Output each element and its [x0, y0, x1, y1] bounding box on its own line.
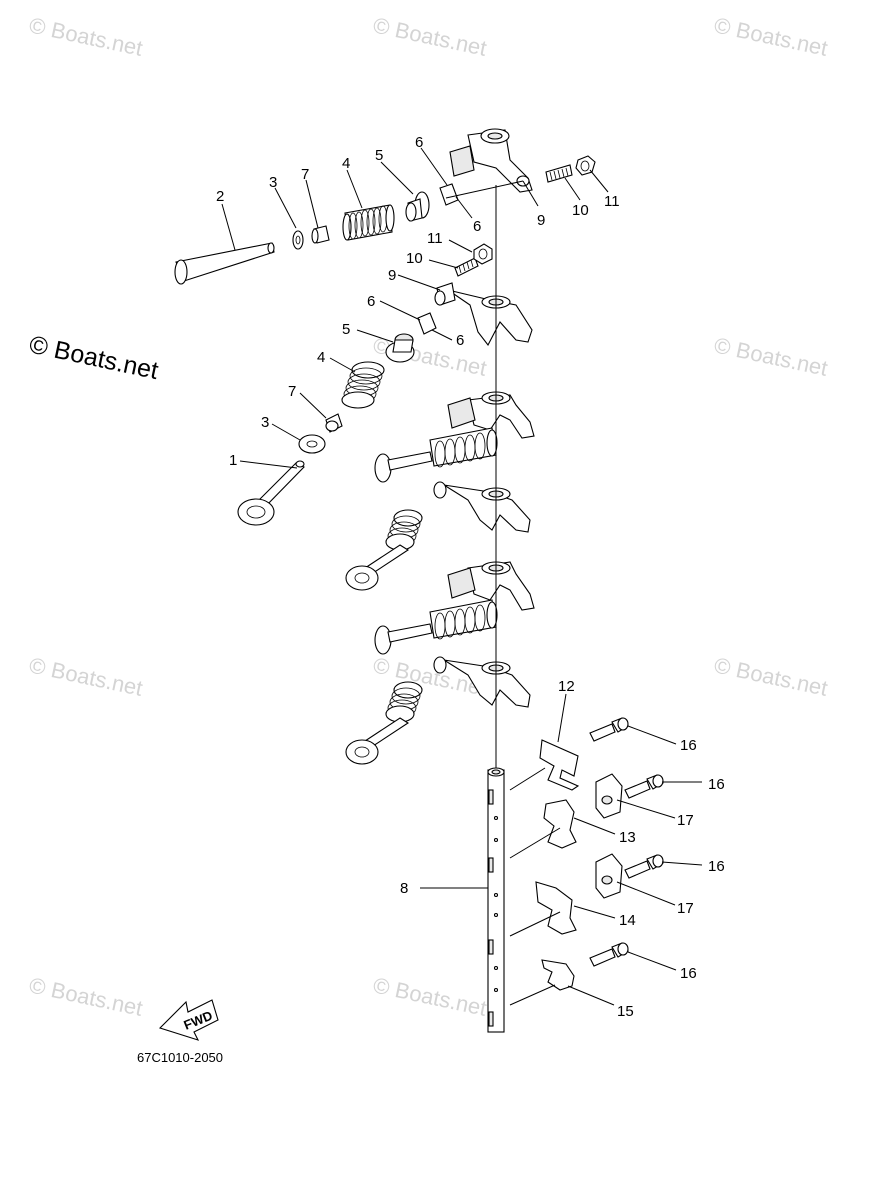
plate-17-icon — [595, 853, 623, 899]
bolt-icon — [589, 942, 629, 967]
callout-label: 3 — [269, 174, 277, 191]
valve-spring-icon — [385, 509, 423, 551]
callout-label: 8 — [400, 880, 408, 897]
callout-label: 17 — [677, 812, 694, 829]
bolt-icon — [624, 854, 664, 879]
watermark: © Boats.net — [371, 12, 489, 60]
bolt-icon — [624, 774, 664, 799]
callout-label: 7 — [301, 166, 309, 183]
fwd-arrow-icon: FWD — [158, 999, 219, 1041]
callout-label: 7 — [288, 383, 296, 400]
callout-label: 9 — [388, 267, 396, 284]
diagram-code: 67C1010-2050 — [137, 1050, 223, 1065]
valve-spring-icon — [385, 681, 423, 723]
watermark: © Boats.net — [712, 12, 830, 60]
watermark: © Boats.net — [712, 652, 830, 700]
top-rocker-arm-icon — [439, 128, 596, 206]
callout-label: 4 — [342, 155, 350, 172]
bracket-14-icon — [535, 881, 577, 935]
cotter-icon — [325, 413, 343, 433]
valve-spring-icon — [341, 361, 385, 409]
rocker-set-3 — [374, 391, 535, 483]
bracket-13-icon — [543, 799, 577, 849]
spring-seat-icon — [385, 333, 415, 363]
callout-label: 16 — [708, 858, 725, 875]
callout-label: 11 — [427, 230, 443, 247]
washer-icon — [298, 434, 326, 454]
callout-label: 6 — [456, 332, 464, 349]
plate-17-icon — [595, 773, 623, 819]
callout-label: 4 — [317, 349, 325, 366]
top-valve-assembly — [174, 191, 430, 285]
callout-label: 3 — [261, 414, 269, 431]
callout-label: 5 — [342, 321, 350, 338]
bolt-icon — [589, 717, 629, 742]
callout-label: 15 — [617, 1003, 634, 1020]
leader-lines — [221, 147, 703, 1006]
callout-label: 6 — [415, 134, 423, 151]
callout-label: 6 — [473, 218, 481, 235]
main-watermark: © Boats.net — [27, 330, 161, 385]
exhaust-valve-icon — [237, 460, 305, 526]
callout-label: 16 — [680, 965, 697, 982]
callout-label: 11 — [604, 193, 620, 210]
callout-label: 6 — [367, 293, 375, 310]
watermark: © Boats.net — [712, 332, 830, 380]
callout-label: 5 — [375, 147, 383, 164]
spring-seat-icon — [405, 191, 430, 222]
callout-label: 9 — [537, 212, 545, 229]
intake-valve-icon — [174, 242, 275, 285]
callout-label: 16 — [680, 737, 697, 754]
callout-label: 10 — [572, 202, 589, 219]
valve-spring-icon — [342, 204, 395, 241]
bracket-12-icon — [539, 739, 580, 791]
callout-label: 2 — [216, 188, 224, 205]
callout-labels: 2 3 7 4 5 6 6 9 10 11 11 10 9 6 6 5 4 7 … — [216, 134, 725, 1020]
callout-label: 10 — [406, 250, 423, 267]
callout-label: 16 — [708, 776, 725, 793]
callout-label: 1 — [229, 452, 237, 469]
rocker-set-6 — [345, 656, 531, 765]
watermark: © Boats.net — [27, 652, 145, 700]
watermark: © Boats.net — [27, 972, 145, 1020]
watermark: © Boats.net — [371, 972, 489, 1020]
callout-label: 12 — [558, 678, 575, 695]
rocker-set-5 — [374, 561, 535, 655]
cotter-icon — [311, 225, 330, 244]
rocker-shaft-icon — [487, 767, 505, 1033]
callout-label: 17 — [677, 900, 694, 917]
washer-icon — [292, 230, 304, 250]
rocker-set-4 — [345, 481, 531, 591]
callout-label: 14 — [619, 912, 636, 929]
callout-label: 13 — [619, 829, 636, 846]
watermark: © Boats.net — [27, 12, 145, 60]
middle-valve-assembly — [237, 333, 415, 526]
middle-rocker-arm-icon — [417, 243, 533, 347]
bracket-15-icon — [541, 959, 575, 991]
